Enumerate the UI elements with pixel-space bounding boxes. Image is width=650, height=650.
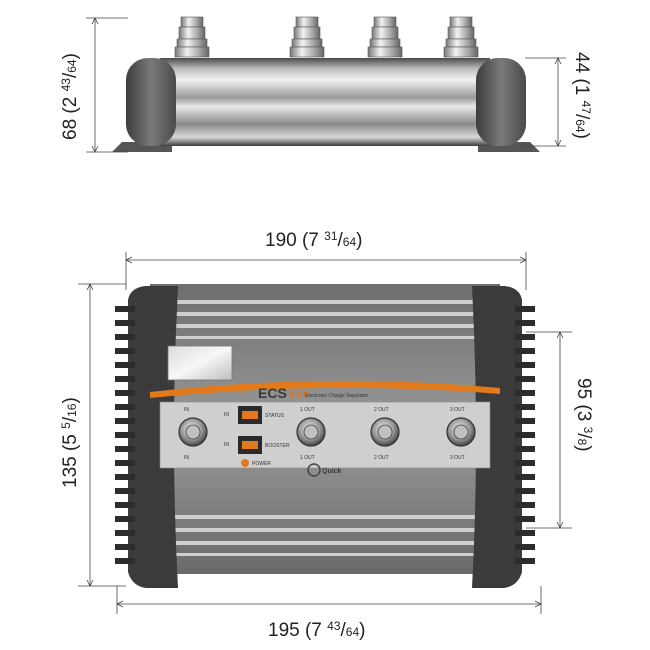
terminal-stud xyxy=(174,16,210,58)
power-indicator: POWER xyxy=(241,459,271,467)
svg-text:IN: IN xyxy=(224,442,229,448)
svg-text:Quick: Quick xyxy=(322,468,342,475)
dim-front-body-height: 95 (3 3/8) xyxy=(573,378,595,452)
svg-text:3 OUT: 3 OUT xyxy=(450,455,465,461)
terminal-out-3: 3 OUT 3 OUT xyxy=(446,407,476,461)
dim-front-width-bottom: 195 (7 43/64) xyxy=(268,619,365,641)
label-window xyxy=(167,345,233,381)
svg-text:IN: IN xyxy=(184,407,189,413)
svg-text:STATUS: STATUS xyxy=(265,413,285,419)
device-subtitle: Electronic Charge Separator xyxy=(305,393,368,399)
svg-text:POWER: POWER xyxy=(252,461,271,467)
svg-text:2 OUT: 2 OUT xyxy=(374,455,389,461)
led-booster: IN BOOSTER xyxy=(224,436,290,454)
svg-text:1 OUT: 1 OUT xyxy=(300,455,315,461)
top-view-dimension-lines xyxy=(86,17,566,153)
svg-text:BOOSTER: BOOSTER xyxy=(265,443,290,449)
front-view-bottom-ribs xyxy=(165,515,485,556)
dim-top-body-height: 44 (1 47/64) xyxy=(571,52,593,139)
front-view-dimension-lines xyxy=(78,252,572,614)
brand-logo: Quick xyxy=(307,463,342,477)
terminal-stud xyxy=(289,16,325,58)
front-view-top-ribs xyxy=(165,300,485,339)
svg-text:IN: IN xyxy=(184,455,189,461)
svg-text:1 OUT: 1 OUT xyxy=(300,407,315,413)
top-view xyxy=(112,16,540,152)
terminal-stud xyxy=(443,16,479,58)
top-view-body xyxy=(160,58,490,146)
led-status: IN STATUS xyxy=(224,406,285,424)
terminal-in: IN IN xyxy=(178,407,208,461)
svg-text:2 OUT: 2 OUT xyxy=(374,407,389,413)
front-view-heatsink-left xyxy=(115,286,178,588)
front-view-heatsink-right xyxy=(472,286,535,588)
top-view-cap-right xyxy=(476,58,526,146)
svg-text:3 OUT: 3 OUT xyxy=(450,407,465,413)
dim-front-width-top: 190 (7 31/64) xyxy=(265,229,362,251)
svg-text:IN: IN xyxy=(224,412,229,418)
dim-front-height: 135 (5 5/16) xyxy=(59,397,81,488)
terminal-stud xyxy=(367,16,403,58)
accent-swoosh xyxy=(150,380,500,398)
terminal-out-1: 1 OUT 1 OUT xyxy=(296,407,326,461)
top-view-cap-left xyxy=(126,58,176,146)
dim-top-height: 68 (2 43/64) xyxy=(59,53,81,140)
terminal-out-2: 2 OUT 2 OUT xyxy=(370,407,400,461)
top-view-terminals xyxy=(174,16,479,58)
